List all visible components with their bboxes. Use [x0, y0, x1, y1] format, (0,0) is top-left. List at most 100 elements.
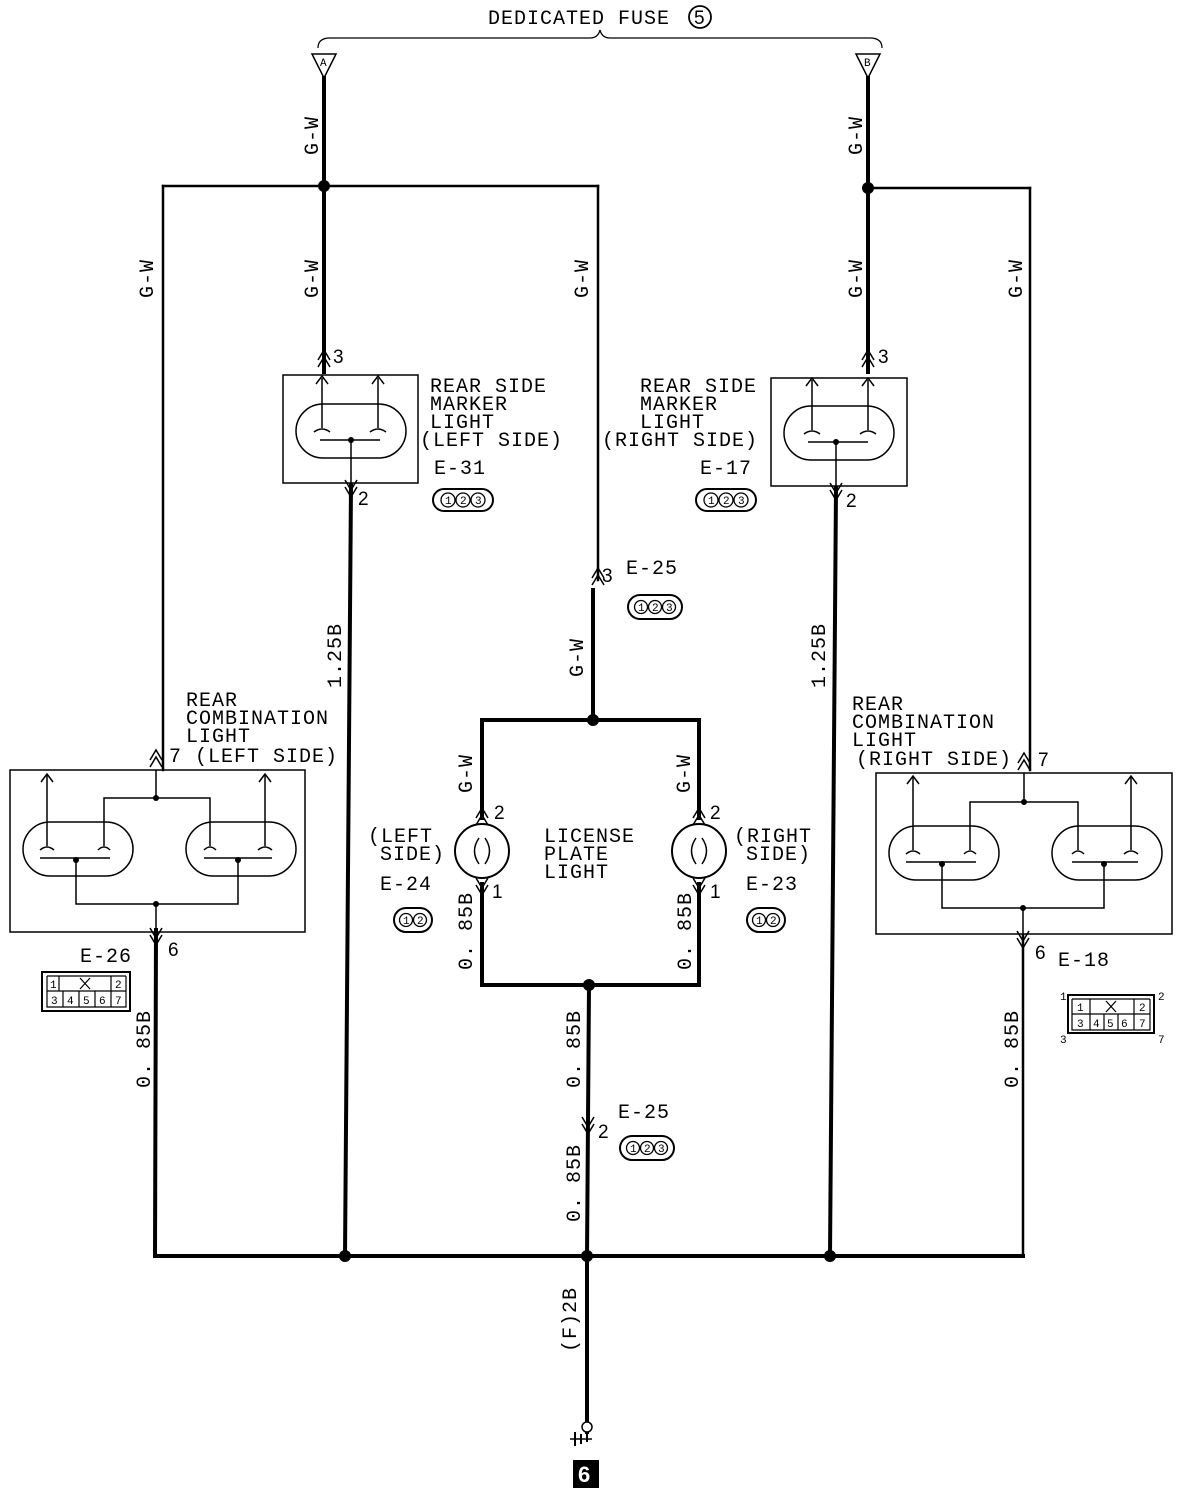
svg-text:1: 1 — [708, 496, 715, 508]
svg-text:LIGHT: LIGHT — [852, 730, 917, 753]
fuse-number-circle — [688, 5, 712, 29]
pin-arrow-icon — [149, 927, 163, 947]
junction-dot — [862, 182, 874, 194]
connector-label: E-24 — [380, 874, 432, 897]
pin-label: 2 — [358, 489, 369, 510]
ground-number-badge: 6 — [573, 1460, 599, 1488]
ground-number: 6 — [578, 1462, 590, 1487]
svg-text:2: 2 — [770, 916, 777, 928]
svg-text:7: 7 — [1139, 1019, 1146, 1031]
wire-label: 1.25B — [809, 623, 832, 688]
svg-text:5: 5 — [1107, 1019, 1114, 1031]
svg-text:1: 1 — [445, 496, 452, 508]
svg-text:4: 4 — [67, 996, 74, 1008]
rear-side-marker-left: 3 2 REAR SIDE MARKER LIGHT (LEFT SIDE) E… — [282, 347, 563, 512]
wire-label: 1.25B — [325, 623, 348, 688]
svg-text:6: 6 — [1121, 1019, 1128, 1031]
fuse-label: DEDICATED FUSE — [488, 8, 670, 31]
bulb-icon — [783, 405, 895, 461]
bulb-icon — [1051, 825, 1163, 881]
connector-label: E-17 — [700, 458, 752, 481]
ground-symbol-icon — [570, 1421, 593, 1446]
svg-text:2: 2 — [115, 980, 122, 992]
connector-e18-icon: 1 2 3 4 5 6 7 1 2 3 7 — [1060, 992, 1165, 1047]
pin-arrow-icon — [149, 748, 163, 768]
pin-label: 7 — [1038, 750, 1049, 771]
svg-text:COMBINATION: COMBINATION — [852, 712, 995, 735]
rsm-right-title: REAR SIDE — [640, 376, 757, 399]
rear-combination-left: 6 REAR COMBINATION LIGHT 7 (LEFT SIDE) E… — [9, 690, 337, 1012]
svg-text:1: 1 — [1077, 1003, 1084, 1015]
svg-text:3: 3 — [475, 496, 482, 508]
pin-arrow-icon — [1017, 751, 1031, 771]
arrow-icon — [315, 374, 385, 385]
wire-label: (F)2B — [560, 1287, 583, 1352]
lp-right-label: (RIGHT — [734, 826, 812, 849]
wire-label: G-W — [302, 116, 325, 155]
pin-arrow-icon — [829, 482, 843, 502]
license-title: LICENSE — [544, 826, 635, 849]
rear-side-marker-right: 3 2 REAR SIDE MARKER LIGHT (RIGHT SIDE) … — [602, 347, 908, 512]
svg-text:3: 3 — [1060, 1035, 1067, 1047]
svg-text:2: 2 — [723, 496, 730, 508]
connector-label: E-25 — [618, 1102, 670, 1125]
bulb-icon — [185, 821, 297, 877]
svg-text:1: 1 — [1060, 992, 1067, 1004]
svg-text:2: 2 — [1158, 992, 1165, 1004]
pin-arrow-icon — [344, 479, 358, 499]
wire-label: G-W — [846, 259, 869, 298]
wire-label: G-W — [567, 638, 590, 677]
svg-text:7: 7 — [115, 996, 122, 1008]
svg-text:5: 5 — [83, 996, 90, 1008]
pin-label: 2 — [494, 803, 505, 824]
connector-label: E-26 — [80, 946, 132, 969]
pin-arrow-icon — [591, 566, 605, 586]
wire-lp-gnd — [584, 982, 592, 1259]
svg-text:PLATE: PLATE — [544, 844, 609, 867]
svg-text:2: 2 — [652, 603, 659, 615]
wire-label: 0. 85B — [456, 892, 479, 970]
junction-dots — [318, 180, 874, 1262]
wire-label: 0. 85B — [564, 1010, 587, 1088]
pin-arrow-icon — [317, 348, 331, 368]
svg-text:3: 3 — [738, 496, 745, 508]
svg-text:6: 6 — [99, 996, 106, 1008]
svg-text:1: 1 — [50, 980, 57, 992]
rcl-right-title: REAR — [852, 694, 904, 717]
rear-combination-right: 7 6 REAR COMBINATION LIGHT (RIGHT SIDE) … — [852, 694, 1173, 1047]
pin-label: 6 — [168, 940, 179, 961]
svg-text:2: 2 — [644, 1144, 651, 1156]
svg-text:1: 1 — [403, 916, 410, 928]
wire-labels: G-W G-W G-W G-W G-W G-W G-W G-W G-W G-W … — [134, 116, 1029, 1352]
pin-label: 2 — [846, 491, 857, 512]
wire-label: G-W — [137, 259, 160, 298]
svg-text:B: B — [864, 58, 871, 70]
pin-label: 3 — [333, 347, 344, 368]
pin-label: 3 — [602, 566, 613, 587]
connector-label: E-31 — [434, 458, 486, 481]
wire-label: G-W — [572, 259, 595, 298]
lp-left-label: (LEFT — [368, 826, 433, 849]
wire-rsm-left-gnd — [342, 482, 354, 1259]
rcl-left-title: REAR — [186, 690, 238, 713]
svg-text:COMBINATION: COMBINATION — [186, 708, 329, 731]
junction-dot — [339, 1250, 351, 1262]
svg-text:2: 2 — [417, 916, 424, 928]
svg-text:MARKER: MARKER — [430, 394, 508, 417]
svg-text:3: 3 — [1077, 1019, 1084, 1031]
fuse-brace — [317, 29, 883, 49]
svg-text:1: 1 — [638, 603, 645, 615]
pin-label: 3 — [878, 347, 889, 368]
rsm-left-title: REAR SIDE — [430, 376, 547, 399]
svg-text:(LEFT SIDE): (LEFT SIDE) — [420, 430, 563, 453]
wire-rsm-right-gnd — [827, 485, 839, 1259]
svg-text:7: 7 — [1158, 1035, 1165, 1047]
connector-e25-icon: 1 2 3 — [627, 594, 683, 620]
svg-text:3: 3 — [51, 996, 58, 1008]
wire-label: G-W — [1006, 259, 1029, 298]
terminal-b: B — [854, 53, 882, 80]
connector-label: E-18 — [1058, 950, 1110, 973]
junction-dot — [581, 1250, 593, 1262]
svg-text:LIGHT: LIGHT — [430, 412, 495, 435]
svg-text:SIDE): SIDE) — [746, 844, 811, 867]
